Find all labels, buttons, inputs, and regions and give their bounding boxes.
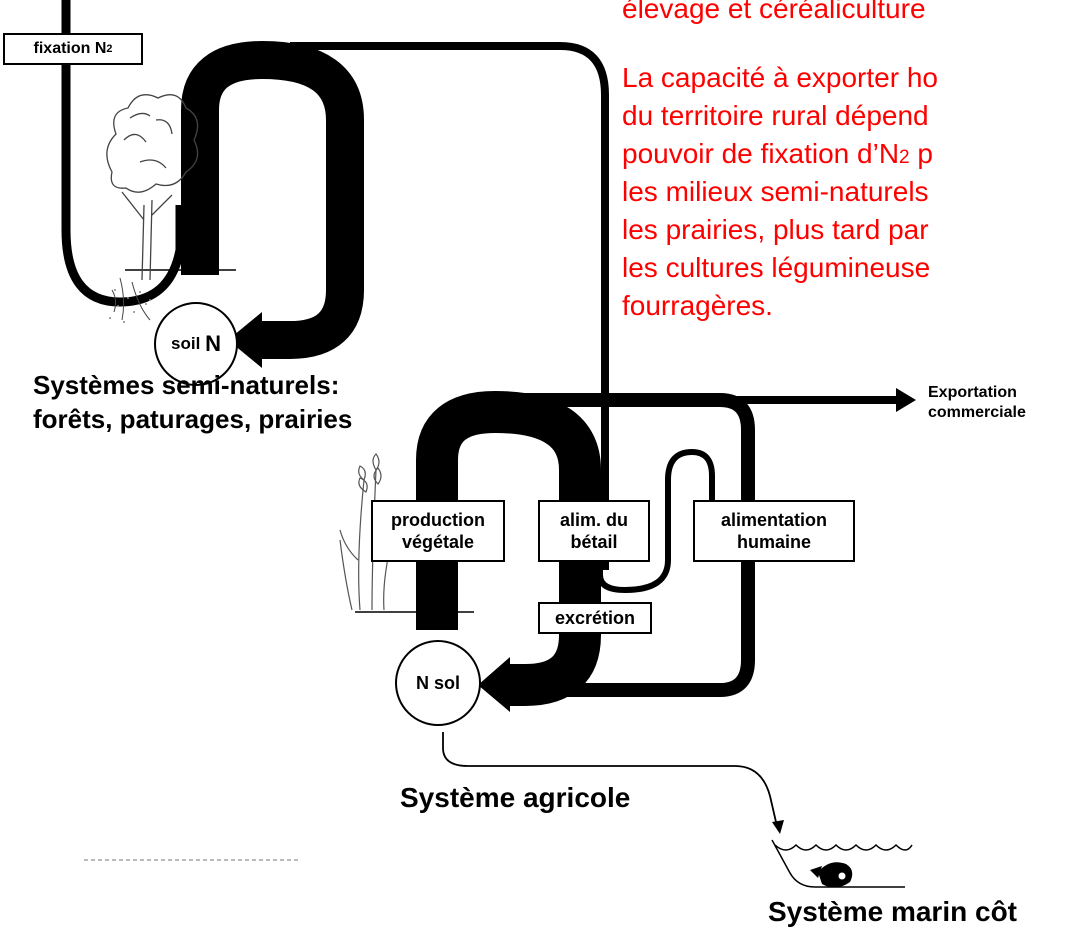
fish-icon — [810, 862, 853, 888]
red-paragraph-line-2: du territoire rural dépend — [622, 100, 929, 131]
red-paragraph-line-6: les cultures légumineuse — [622, 252, 931, 283]
red-paragraph-line-1: La capacité à exporter ho — [622, 62, 938, 93]
excretion-box: excrétion — [538, 602, 652, 634]
livestock-to-human-connector — [597, 448, 715, 594]
tree-icon — [106, 94, 199, 321]
agricultural-loop-arrowhead — [478, 657, 510, 712]
transfer-flow-line — [290, 42, 609, 570]
fixation-flow-line — [61, 0, 185, 307]
soil-n-circle: soil N — [154, 302, 238, 386]
semi-natural-loop-flow — [181, 40, 364, 359]
export-arrowhead — [896, 388, 916, 412]
red-heading-line: élevage et céréaliculture — [622, 0, 926, 24]
semi-natural-title-line2: forêts, paturages, prairies — [33, 404, 353, 434]
marine-system-title: Système marin côt — [768, 896, 1017, 927]
leaching-arrowhead — [772, 820, 784, 834]
soil-dots — [109, 289, 151, 323]
red-paragraph-line-3: pouvoir de fixation d’N2 p — [622, 138, 933, 169]
red-paragraph-line-4: les milieux semi-naturels — [622, 176, 929, 207]
water-waves-icon — [771, 839, 913, 888]
red-paragraph-line-5: les prairies, plus tard par — [622, 214, 929, 245]
leaching-flow-line — [442, 732, 777, 823]
n-sol-circle: N sol — [395, 640, 481, 726]
agricultural-loop-flow — [416, 390, 601, 706]
agricultural-system-title: Système agricole — [400, 782, 631, 813]
red-paragraph-line-7: fourragères. — [622, 290, 773, 321]
semi-natural-title-line1: Systèmes semi-naturels: — [33, 370, 340, 400]
semi-natural-loop-arrowhead — [228, 312, 262, 368]
